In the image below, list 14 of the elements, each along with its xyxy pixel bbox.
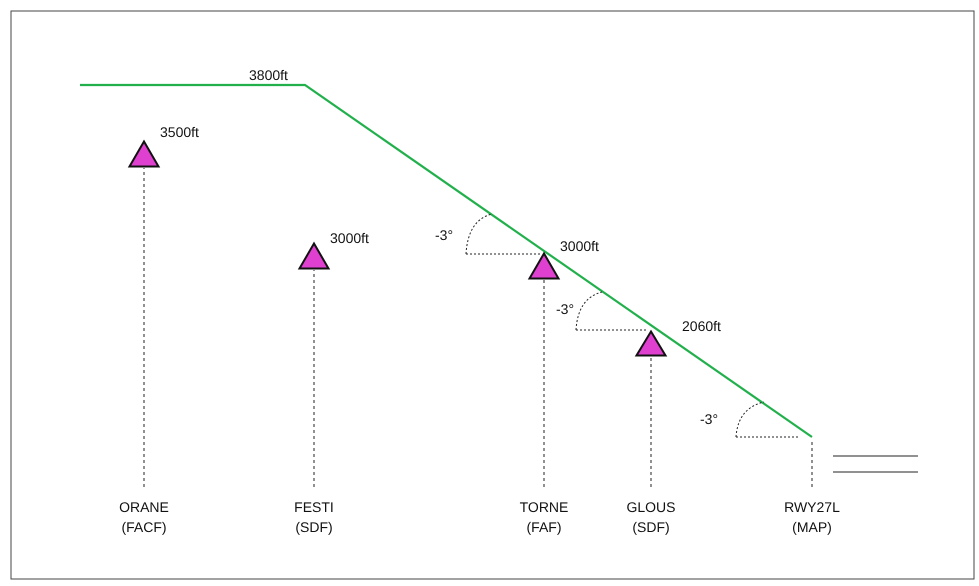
angle-label: -3°	[556, 300, 574, 319]
angle-label: -3°	[700, 410, 718, 429]
altitude-label: 3000ft	[560, 237, 599, 256]
fix-name-label: RWY27L (MAP)	[783, 498, 841, 537]
fix-name-label: ORANE (FACF)	[118, 498, 170, 537]
fix-name-label: GLOUS (SDF)	[625, 498, 676, 537]
drop-line	[650, 356, 652, 488]
altitude-label: 3800ft	[249, 66, 288, 85]
altitude-label: 2060ft	[682, 317, 721, 336]
fix-name-label: TORNE (FAF)	[518, 498, 570, 537]
altitude-label: 3000ft	[330, 229, 369, 248]
angle-label: -3°	[435, 226, 454, 245]
fix-name-label: FESTI (SDF)	[293, 498, 335, 537]
altitude-label: 3500ft	[160, 123, 199, 142]
